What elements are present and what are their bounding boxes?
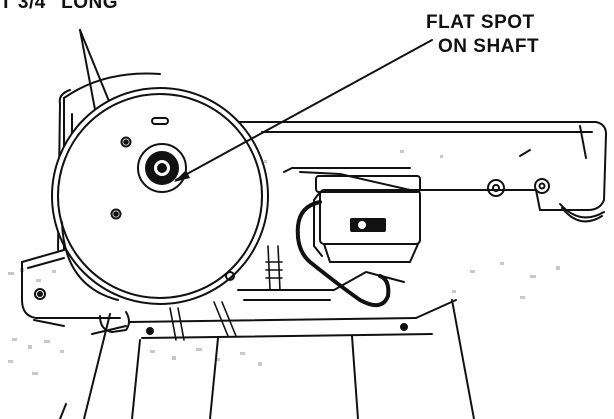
support-rods bbox=[169, 245, 283, 341]
arm-knob-inner bbox=[492, 184, 500, 192]
flat-spot-leader bbox=[175, 39, 433, 181]
lower-bolt-hole bbox=[110, 208, 122, 220]
motor-box bbox=[313, 175, 421, 263]
upper-bolt-hole bbox=[120, 136, 132, 148]
arm-wheel-rim bbox=[561, 207, 603, 223]
flat-spot-arrowhead bbox=[174, 170, 190, 182]
flat-spot-label-line1: FLAT SPOT bbox=[426, 12, 535, 33]
power-cord bbox=[295, 200, 391, 308]
motor-bracket bbox=[237, 271, 405, 301]
arm-assembly bbox=[239, 121, 607, 211]
shaft-hub bbox=[137, 143, 187, 193]
arm-wheel bbox=[559, 203, 605, 219]
arm-screw bbox=[534, 178, 550, 194]
lower-bolt-hole-inner bbox=[113, 211, 119, 217]
flat-spot-label-line2: ON SHAFT bbox=[438, 36, 540, 57]
upper-bolt-hole-inner bbox=[123, 139, 129, 145]
bolt-length-label: T 3/4" LONG bbox=[0, 0, 118, 13]
arm-knob bbox=[487, 179, 505, 197]
sanding-disk bbox=[51, 87, 269, 305]
arm-screw-inner bbox=[538, 182, 546, 190]
stand-base bbox=[59, 299, 475, 419]
disk-screw-lower-right bbox=[225, 271, 235, 281]
